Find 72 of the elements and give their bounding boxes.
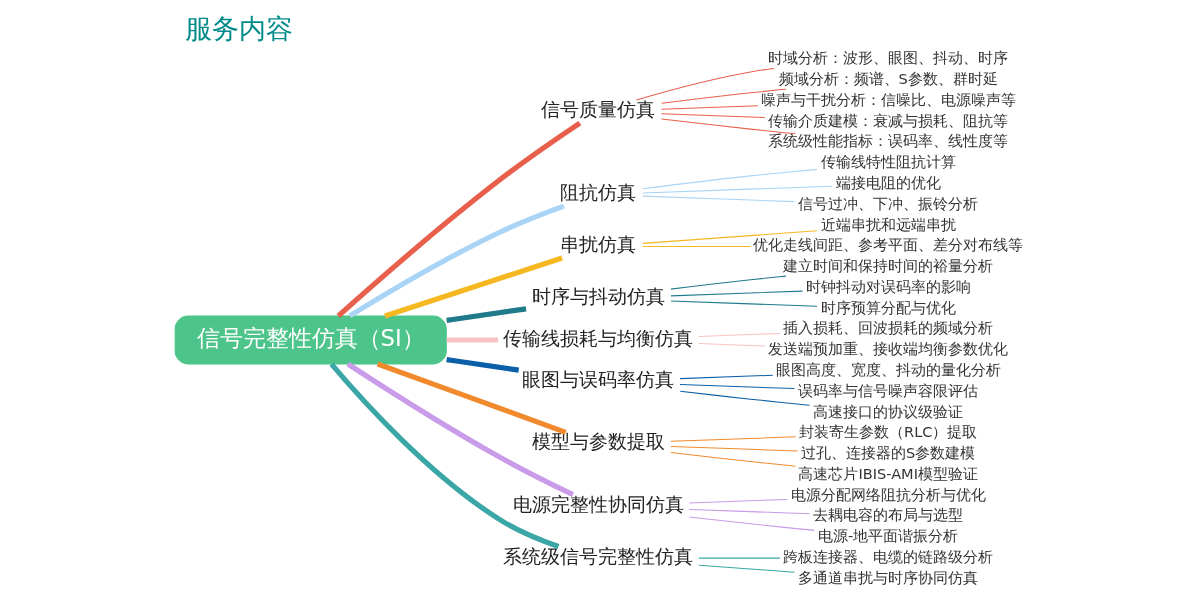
connector <box>697 564 795 573</box>
node-text: 时序与抖动仿真 <box>531 286 665 308</box>
connector <box>697 332 780 337</box>
node-text: 高速接口的协议级验证 <box>812 403 963 420</box>
node-text: 多通道串扰与时序协同仿真 <box>797 569 978 586</box>
node-text: 电源完整性协同仿真 <box>512 493 684 515</box>
node-text: 封装寄生参数（RLC）提取 <box>798 424 977 441</box>
node-text: 模型与参数提取 <box>531 431 665 453</box>
connector <box>445 357 519 373</box>
node-text: 插入损耗、回波损耗的频域分析 <box>782 320 993 337</box>
connector <box>446 337 498 343</box>
connector <box>660 118 796 135</box>
node-text: 端接电阻的优化 <box>835 175 941 192</box>
connector <box>688 498 787 504</box>
connector <box>329 362 559 549</box>
connector <box>346 361 574 498</box>
node-text: 近端串扰和远端串扰 <box>820 216 956 233</box>
node-text: 去耦电容的布局与选型 <box>812 507 963 524</box>
connector <box>660 88 787 104</box>
node-text: 优化走线间距、参考平面、差分对布线等 <box>752 237 1023 254</box>
connector <box>660 105 758 110</box>
connector <box>336 120 581 318</box>
node-text: 串扰仿真 <box>559 234 636 256</box>
node-text: 跨板连接器、电缆的链路级分析 <box>782 548 993 565</box>
node-text: 信号过冲、下冲、振铃分析 <box>797 195 978 212</box>
node-text: 传输线损耗与均衡仿真 <box>502 327 693 349</box>
node-text: 眼图与误码率仿真 <box>521 369 674 391</box>
node-text: 噪声与干扰分析：信噪比、电源噪声等 <box>760 91 1016 108</box>
connector <box>669 436 796 442</box>
node-text: 频域分析：频谱、S参数、群时延 <box>778 71 998 88</box>
node-text: 电源分配网络阻抗分析与优化 <box>790 486 986 503</box>
connector <box>678 374 773 380</box>
connector <box>445 306 526 323</box>
connector <box>678 383 795 390</box>
connector <box>641 246 751 248</box>
connector <box>660 113 765 118</box>
connector <box>669 300 818 307</box>
node-text: 阻抗仿真 <box>559 182 636 204</box>
node-text: 时域分析：波形、眼图、抖动、时序 <box>767 50 1008 67</box>
connector <box>641 185 833 194</box>
node-text: 系统级性能指标：误码率、线性度等 <box>767 133 1008 150</box>
connector <box>669 445 798 452</box>
connector <box>641 230 817 244</box>
node-text: 高速芯片IBIS-AMI模型验证 <box>797 465 978 482</box>
connector <box>697 557 780 559</box>
connector <box>635 67 775 101</box>
node-text: 电源-地平面谐振分析 <box>817 528 958 545</box>
connector <box>669 451 796 467</box>
node-text: 发送端预加重、接收端均衡参数优化 <box>767 341 1008 358</box>
connector <box>376 361 567 435</box>
node-text: 时钟抖动对误码率的影响 <box>805 278 971 295</box>
node-text: 时序预算分配与优化 <box>820 299 956 316</box>
node-text: 信号质量仿真 <box>540 99 655 121</box>
connector <box>641 195 795 203</box>
connector <box>383 255 563 319</box>
connector <box>641 168 817 190</box>
connector <box>669 290 803 297</box>
connector <box>347 203 565 319</box>
connector <box>697 343 765 347</box>
connector <box>688 508 810 515</box>
diagram-title: 服务内容 <box>184 13 293 45</box>
node-text: 过孔、连接器的S参数建模 <box>800 445 975 462</box>
node-text: 眼图高度、宽度、抖动的量化分析 <box>775 361 1001 378</box>
node-text: 误码率与信号噪声容限评估 <box>797 382 978 399</box>
node-text: 传输介质建模：衰减与损耗、阻抗等 <box>767 112 1008 129</box>
node-text: 系统级信号完整性仿真 <box>502 545 693 567</box>
node-text: 建立时间和保持时间的裕量分析 <box>782 258 993 275</box>
node-text: 传输线特性阻抗计算 <box>820 154 956 171</box>
connector <box>679 390 810 406</box>
node-box: 信号完整性仿真（SI） <box>174 315 447 365</box>
connector <box>669 275 787 290</box>
connector <box>688 516 815 531</box>
